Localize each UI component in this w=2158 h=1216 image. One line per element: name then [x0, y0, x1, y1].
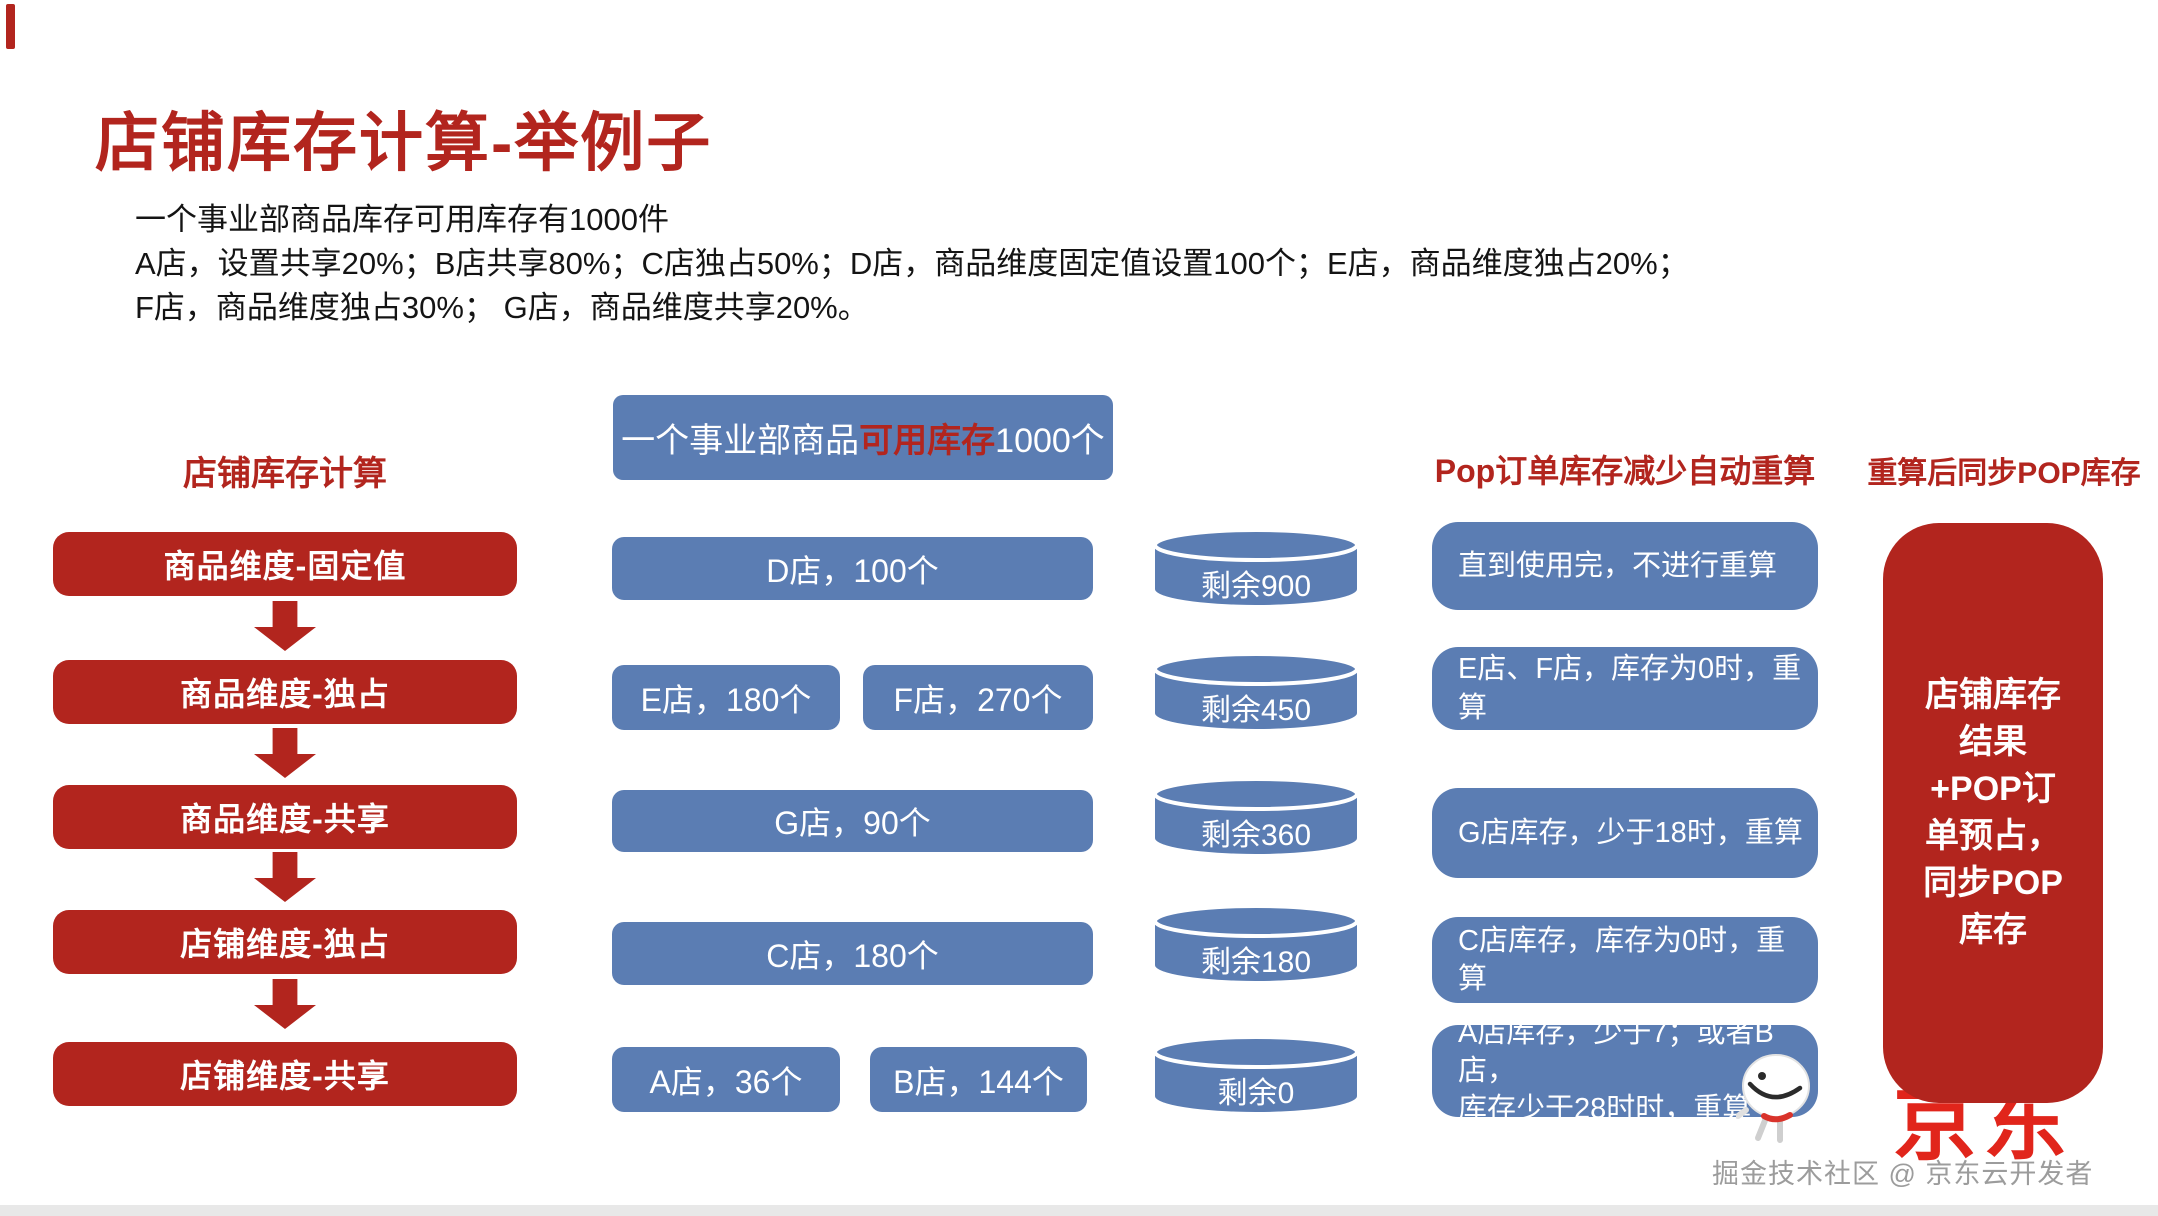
corner-accent-bar	[6, 4, 15, 49]
pool-suffix: 1000个	[995, 422, 1105, 460]
remaining-stock-cylinder: 剩余360	[1152, 776, 1360, 858]
remaining-stock-cylinder: 剩余900	[1152, 527, 1360, 609]
recalc-rule-box-d: 直到使用完，不进行重算	[1432, 522, 1818, 610]
page-title: 店铺库存计算-举例子	[95, 107, 713, 179]
arrow-down-icon	[254, 728, 316, 778]
bottom-bar	[0, 1205, 2158, 1216]
pool-highlight: 可用库存	[859, 422, 996, 460]
jd-mascot-icon	[1735, 1050, 1812, 1151]
pop-column-header: Pop订单库存减少自动重算	[1434, 453, 1816, 489]
flow-step-store-exclusive: 店铺维度-独占	[53, 910, 517, 974]
cylinder-icon	[1153, 528, 1359, 605]
remaining-stock-cylinder: 剩余180	[1152, 903, 1360, 985]
store-allocation-box-g: G店，90个	[612, 790, 1093, 852]
cylinder-icon	[1153, 652, 1359, 729]
arrow-down-icon	[254, 601, 316, 651]
store-allocation-box-b: B店，144个	[870, 1047, 1087, 1112]
store-allocation-box-c: C店，180个	[612, 922, 1093, 985]
store-allocation-box-f: F店，270个	[863, 665, 1093, 730]
recalc-rule-box-g: G店库存，少于18时，重算	[1432, 788, 1818, 878]
remaining-stock-cylinder: 剩余0	[1152, 1034, 1360, 1116]
remaining-label: 剩余900	[1200, 570, 1312, 603]
flow-step-store-shared: 店铺维度-共享	[53, 1042, 517, 1106]
store-allocation-box-d: D店，100个	[612, 537, 1093, 600]
flow-step-product-exclusive: 商品维度-独占	[53, 660, 517, 724]
description-paragraph: 一个事业部商品库存可用库存有1000件 A店，设置共享20%；B店共享80%；C…	[135, 198, 1689, 330]
sync-column-header: 重算后同步POP库存	[1867, 457, 2141, 490]
cylinder-icon	[1153, 777, 1359, 854]
watermark-text: 掘金技术社区 @ 京东云开发者	[1712, 1159, 2094, 1189]
flow-step-fixed-value: 商品维度-固定值	[53, 532, 517, 596]
sync-result-box: 店铺库存 结果 +POP订 单预占， 同步POP 库存	[1883, 523, 2103, 1103]
arrow-down-icon	[254, 852, 316, 902]
left-column-header: 店铺库存计算	[183, 455, 387, 493]
recalc-rule-box-ef: E店、F店，库存为0时，重算	[1432, 647, 1818, 730]
remaining-label: 剩余360	[1200, 819, 1312, 852]
remaining-label: 剩余450	[1200, 694, 1312, 727]
description-line: F店，商品维度独占30%； G店，商品维度共享20%。	[135, 290, 869, 325]
remaining-label: 剩余180	[1200, 946, 1312, 979]
description-line: A店，设置共享20%；B店共享80%；C店独占50%；D店，商品维度固定值设置1…	[135, 246, 1689, 281]
description-line: 一个事业部商品库存可用库存有1000件	[135, 202, 669, 237]
store-allocation-box-e: E店，180个	[612, 665, 840, 730]
store-allocation-box-a: A店，36个	[612, 1047, 840, 1112]
pool-prefix: 一个事业部商品	[621, 422, 860, 460]
remaining-label: 剩余0	[1217, 1077, 1295, 1110]
recalc-rule-box-c: C店库存，库存为0时，重算	[1432, 917, 1818, 1003]
cylinder-icon	[1153, 904, 1359, 981]
flow-step-product-shared: 商品维度-共享	[53, 785, 517, 849]
arrow-down-icon	[254, 979, 316, 1029]
remaining-stock-cylinder: 剩余450	[1152, 651, 1360, 733]
cylinder-icon	[1153, 1035, 1359, 1112]
